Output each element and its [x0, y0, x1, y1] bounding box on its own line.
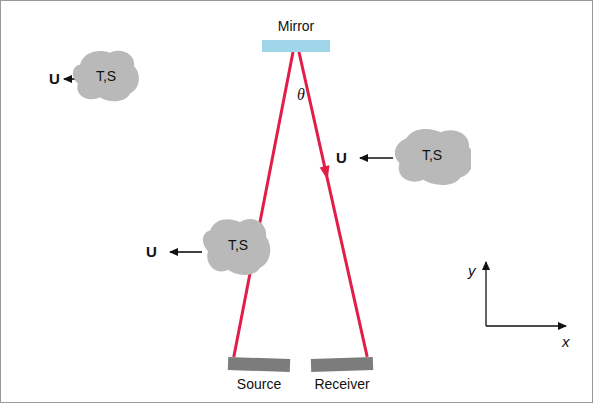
y-axis	[485, 262, 486, 326]
device-bar	[311, 357, 373, 372]
velocity-arrow	[170, 251, 202, 253]
parcel-label: T,S	[422, 147, 442, 163]
velocity-arrow	[360, 157, 393, 159]
mirror-plate	[262, 40, 330, 52]
axis-label: y	[468, 262, 476, 279]
angle-label: θ	[297, 86, 305, 104]
light-beam	[234, 52, 293, 357]
axis-label: x	[562, 333, 570, 350]
water-parcel: T,S	[70, 47, 142, 105]
velocity-label: U	[146, 243, 157, 260]
mirror: Mirror	[260, 18, 332, 52]
device-bar	[228, 357, 290, 372]
parcel-label: T,S	[228, 237, 248, 253]
water-parcel: T,S	[202, 214, 274, 276]
x-axis	[486, 325, 566, 326]
water-parcel: T,S	[393, 124, 471, 186]
parcel-label: T,S	[96, 68, 116, 84]
mirror-label: Mirror	[260, 18, 332, 34]
device-label: Receiver	[309, 376, 375, 392]
receiver-device: Receiver	[309, 358, 375, 392]
source-device: Source	[226, 358, 292, 392]
light-beam	[299, 52, 367, 357]
velocity-label: U	[49, 70, 60, 87]
velocity-label: U	[336, 149, 347, 166]
device-label: Source	[226, 376, 292, 392]
